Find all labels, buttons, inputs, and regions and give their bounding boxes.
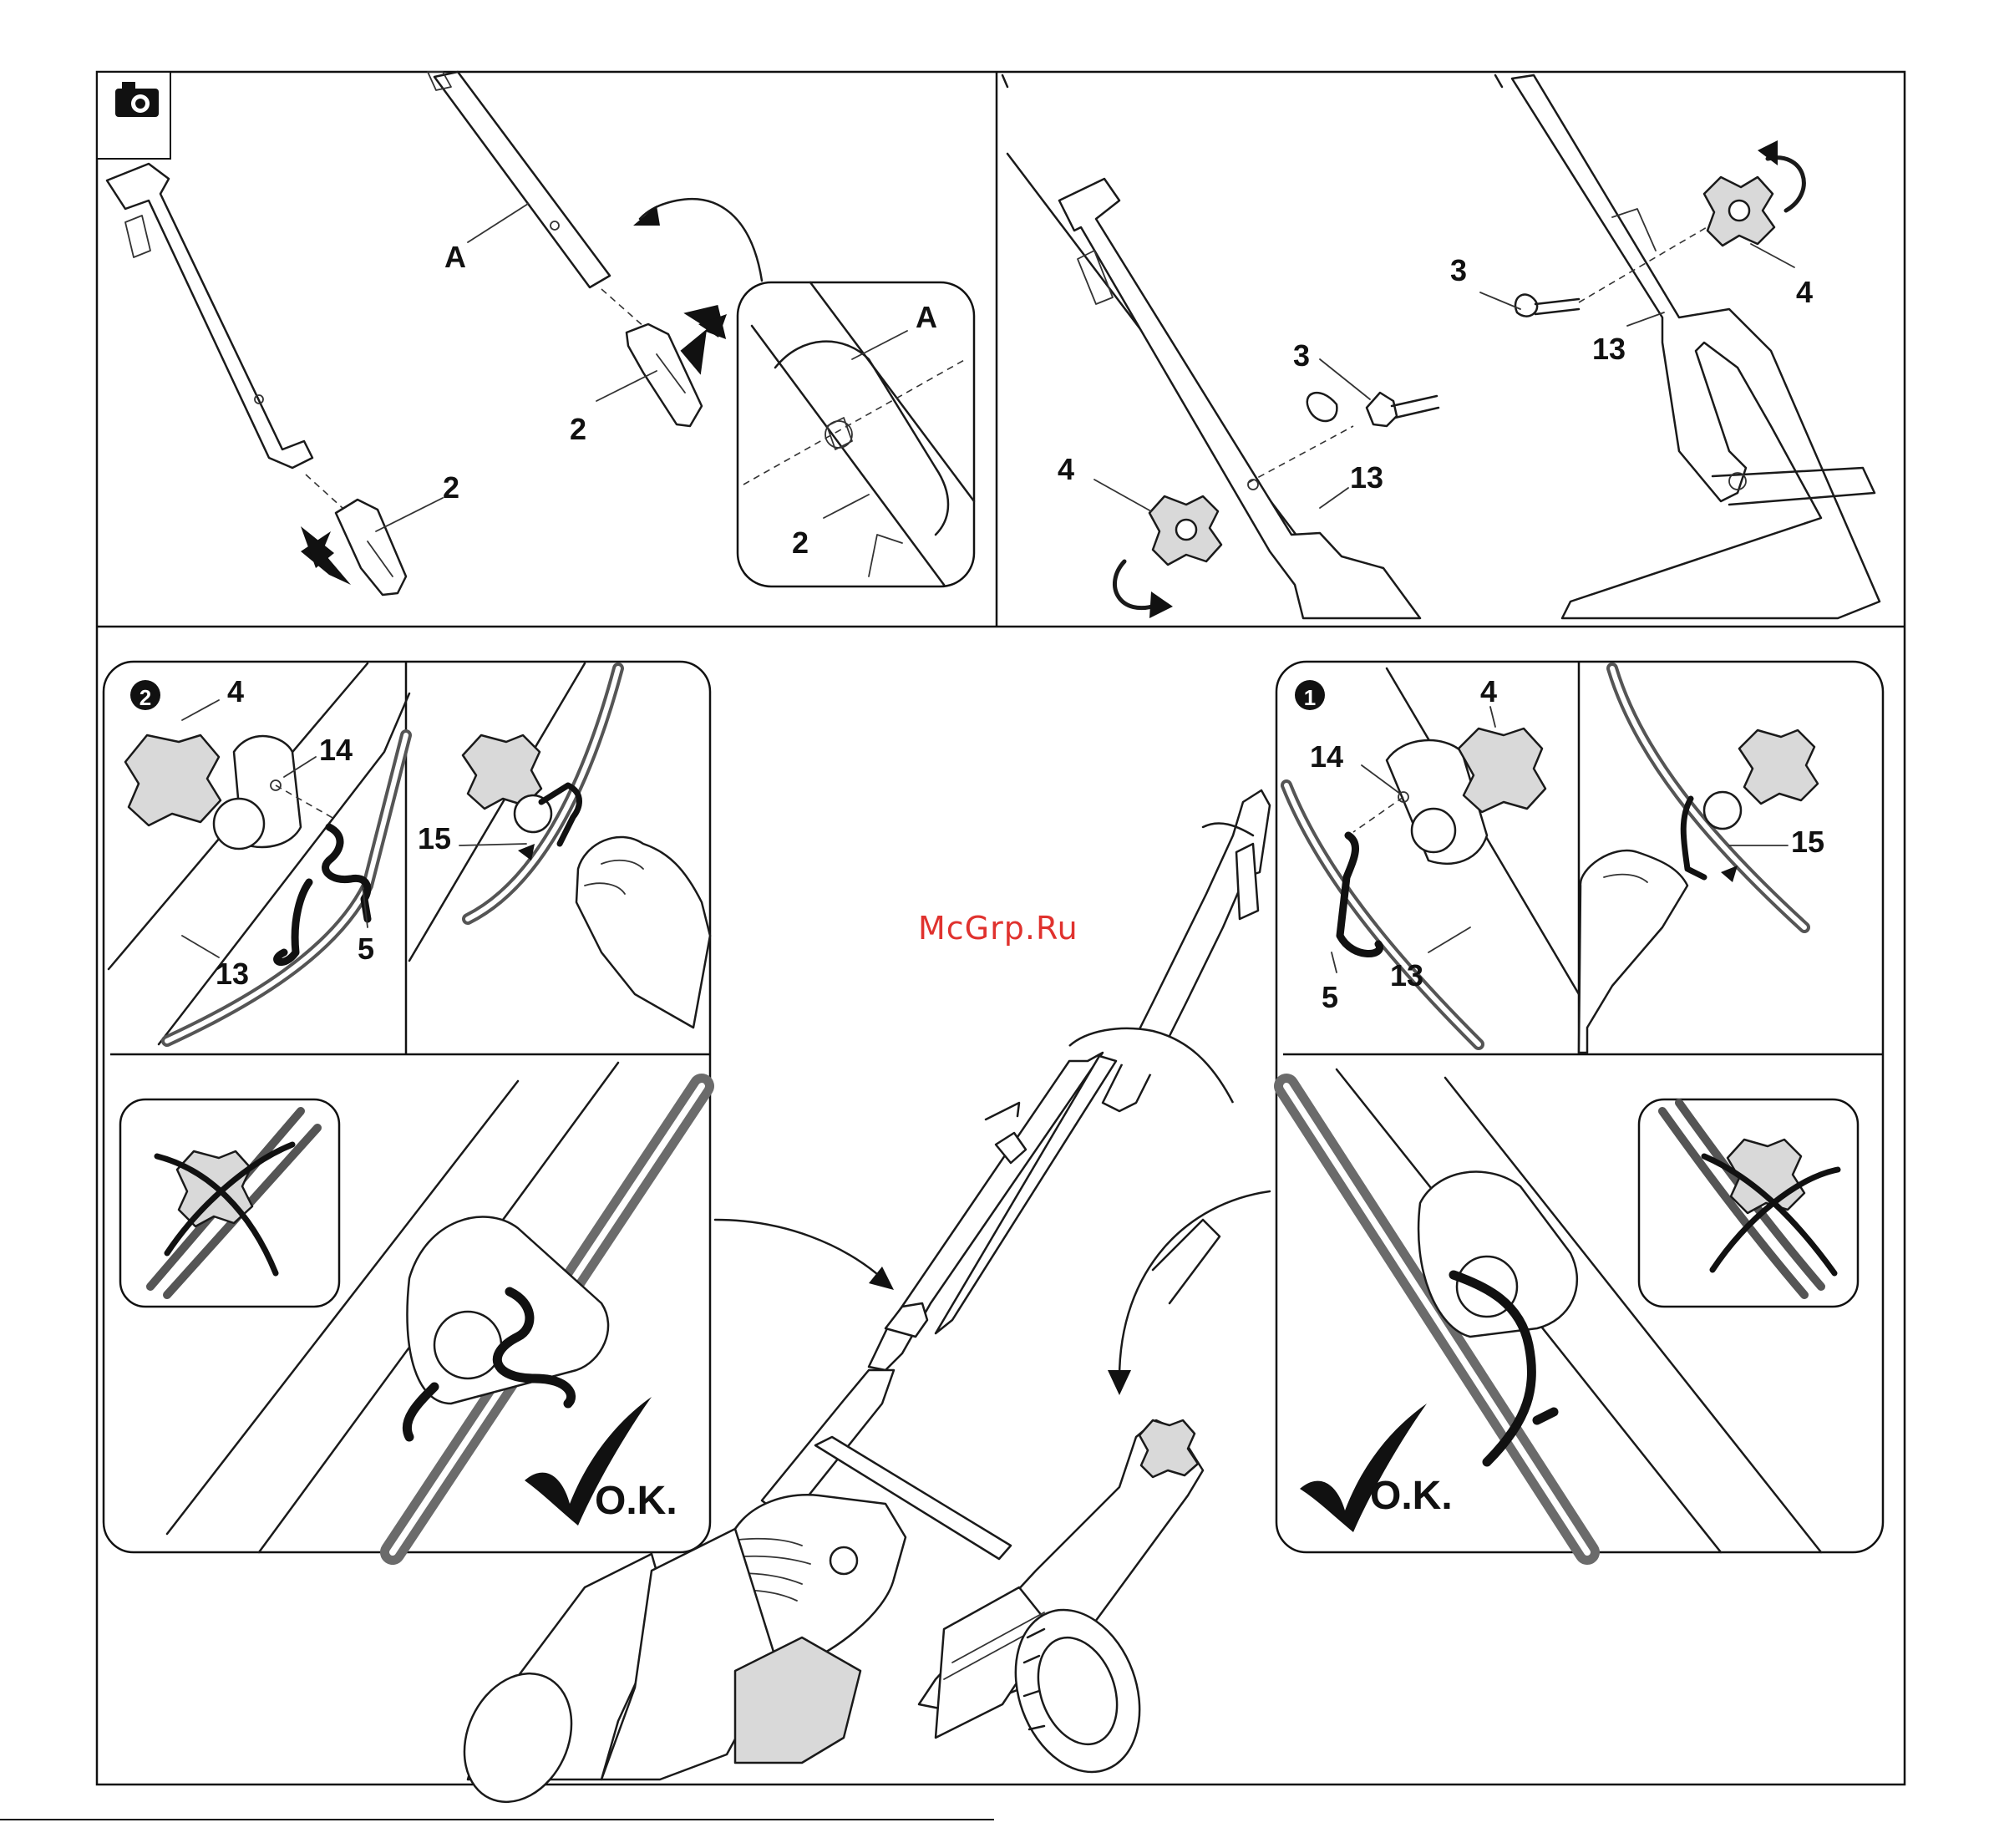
step-2-panel — [104, 662, 710, 1552]
label-14-step1: 14 — [1310, 739, 1343, 774]
label-5-step1: 5 — [1322, 980, 1338, 1014]
label-14-step2: 14 — [319, 733, 353, 767]
label-a: A — [444, 240, 466, 274]
label-4-right: 4 — [1796, 275, 1813, 309]
label-3-right: 3 — [1450, 253, 1467, 287]
label-2-lower: 2 — [443, 470, 459, 505]
label-13-left: 13 — [1350, 460, 1383, 495]
label-4-left: 4 — [1058, 452, 1074, 486]
ok-text-left: O.K. — [595, 1479, 677, 1523]
watermark: McGrp.Ru — [918, 910, 1078, 947]
label-4-step1: 4 — [1480, 674, 1497, 708]
step-2-badge-number: 2 — [140, 685, 151, 710]
panel-tube-clips — [107, 72, 974, 595]
label-13-right: 13 — [1592, 332, 1626, 366]
label-4-step2: 4 — [227, 674, 244, 708]
label-3-left: 3 — [1293, 338, 1310, 373]
label-13-step2: 13 — [216, 957, 249, 991]
label-15-step2: 15 — [418, 821, 451, 855]
label-2-upper: 2 — [570, 412, 586, 446]
label-13-step1: 13 — [1390, 958, 1423, 993]
step-1-badge-number: 1 — [1304, 685, 1316, 710]
label-2-detail: 2 — [792, 525, 809, 560]
panel-knob-bolts — [1002, 75, 1880, 618]
label-15-step1: 15 — [1791, 825, 1824, 859]
camera-icon — [97, 72, 170, 159]
label-5-step2: 5 — [358, 932, 374, 966]
label-a-detail: A — [916, 300, 937, 334]
ok-text-right: O.K. — [1370, 1474, 1453, 1518]
step-1-panel — [1276, 662, 1883, 1552]
